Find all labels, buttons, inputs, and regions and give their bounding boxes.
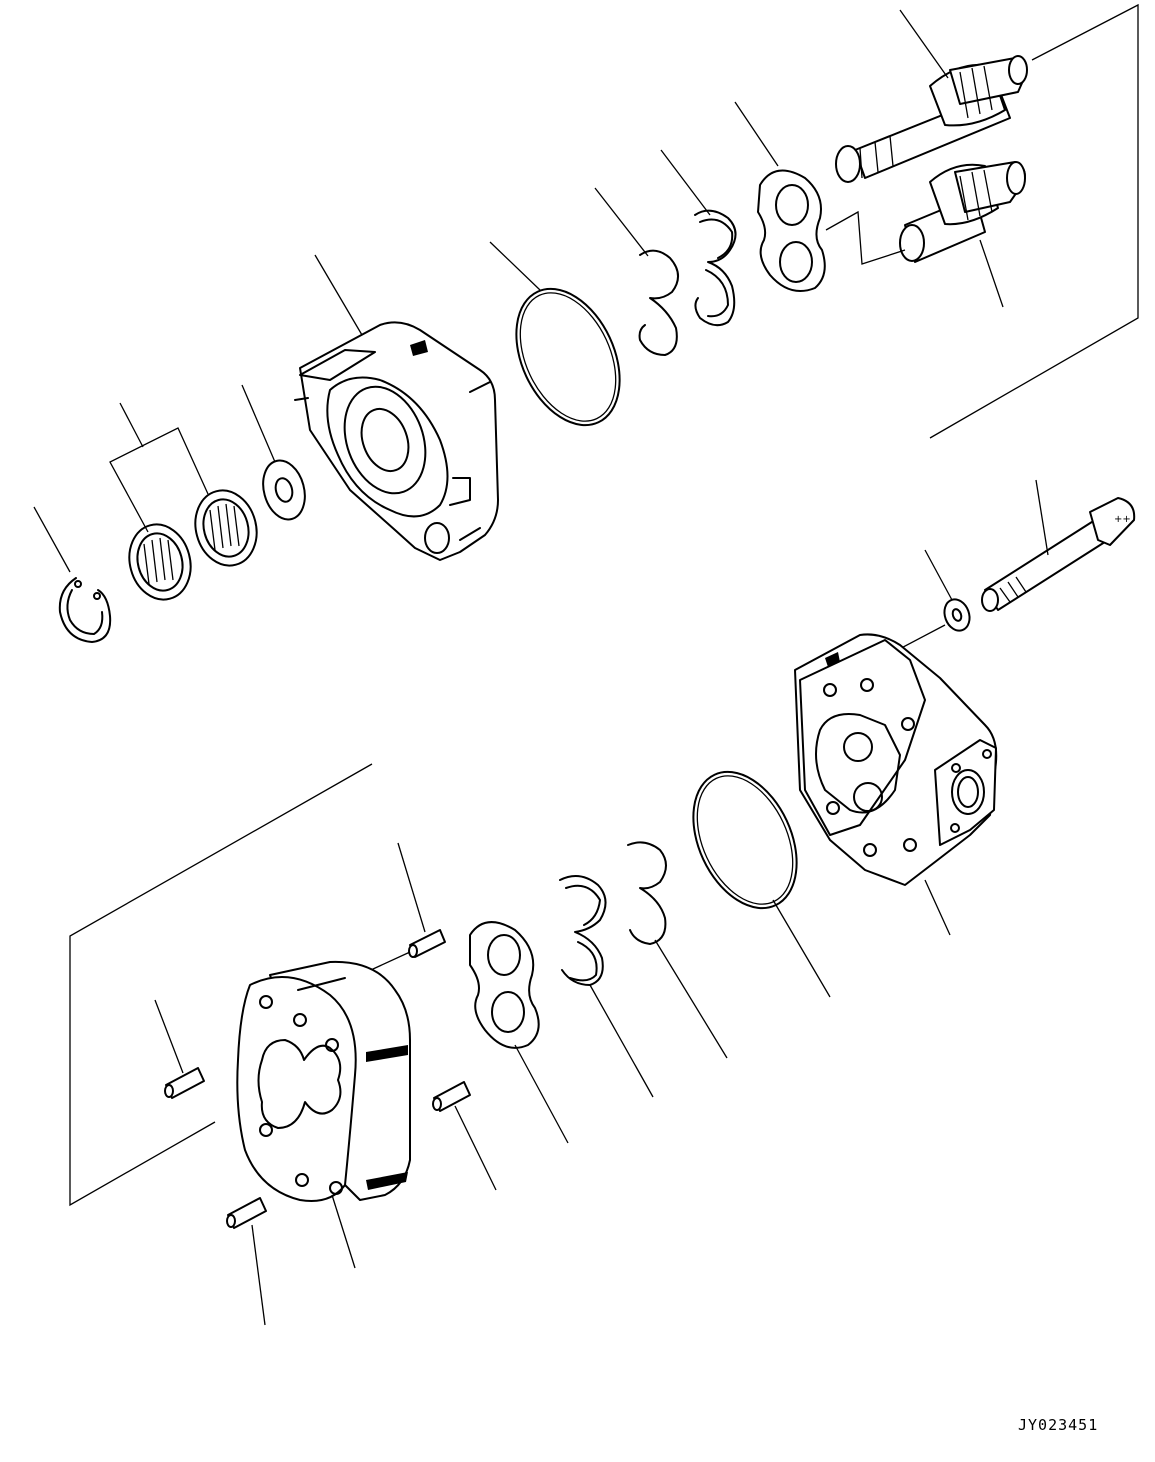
lower-pressure-plate[interactable]	[469, 921, 540, 1049]
lower-assembly-bracket	[69, 763, 373, 1207]
upper-assembly-bracket	[929, 3, 1139, 439]
dowel-pin-left[interactable]	[164, 1067, 205, 1099]
gear-body[interactable]	[236, 960, 411, 1202]
callout-leader-upper-seal-clip	[594, 187, 649, 257]
callout-leader-dowel-pin-bottom	[251, 1224, 266, 1326]
callout-leader-rear-cover	[924, 879, 951, 936]
rear-cover-housing[interactable]	[794, 633, 998, 886]
callout-leader-snap-ring	[33, 506, 71, 573]
dowel-pin-upper[interactable]	[408, 929, 446, 958]
upper-seal-clip[interactable]	[638, 249, 679, 356]
callout-leader-dowel-pin-right	[454, 1105, 497, 1191]
callout-leader-bearings	[109, 427, 209, 533]
callout-leader-front-cover	[314, 254, 363, 336]
callout-leader-upper-o-ring	[489, 241, 541, 291]
dowel-pin-bottom[interactable]	[226, 1197, 267, 1229]
bolt-washer[interactable]	[940, 596, 973, 634]
callout-leader-lower-pressure-plate	[514, 1044, 569, 1144]
callout-leader-lower-backup-seal	[589, 984, 654, 1098]
driven-gear[interactable]	[899, 161, 1026, 263]
callout-leader-lower-seal-clip	[654, 939, 728, 1059]
mounting-bolt[interactable]: ++	[981, 497, 1136, 612]
upper-backup-seal[interactable]	[694, 209, 737, 327]
front-cover-housing[interactable]	[294, 321, 499, 561]
needle-bearing-inner[interactable]	[187, 484, 265, 573]
callout-leader-lower-o-ring	[772, 899, 831, 998]
needle-bearing-outer[interactable]	[121, 518, 199, 607]
callout-leader-front-washer	[241, 384, 276, 463]
lower-seal-clip[interactable]	[627, 841, 667, 945]
drive-shaft-gear[interactable]	[835, 55, 1028, 183]
svg-text:++: ++	[1114, 514, 1131, 525]
callout-leader-dowel-pin-upper	[397, 842, 426, 933]
drawing-number: JY023451	[1018, 1416, 1099, 1434]
front-washer[interactable]	[257, 456, 311, 524]
callout-leader-bolt-washer	[924, 549, 953, 601]
callout-leader-bearings-tail	[119, 402, 144, 448]
dowel-pin-right[interactable]	[432, 1081, 471, 1112]
callout-leader-gear-body	[331, 1194, 356, 1269]
connector-bracket	[825, 210, 906, 265]
upper-pressure-plate[interactable]	[757, 169, 826, 292]
callout-leader-bolt	[1035, 479, 1049, 556]
callout-leader-upper-backup-seal	[660, 149, 711, 216]
upper-o-ring[interactable]	[496, 272, 640, 441]
lower-backup-seal[interactable]	[559, 875, 607, 986]
snap-ring[interactable]	[58, 577, 112, 643]
callout-leader-dowel-pin-left	[154, 999, 184, 1074]
callout-leader-pressure-plate-upper	[734, 101, 779, 167]
callout-leader-driven-gear	[979, 239, 1004, 308]
callout-leader-drive-shaft	[899, 9, 949, 79]
